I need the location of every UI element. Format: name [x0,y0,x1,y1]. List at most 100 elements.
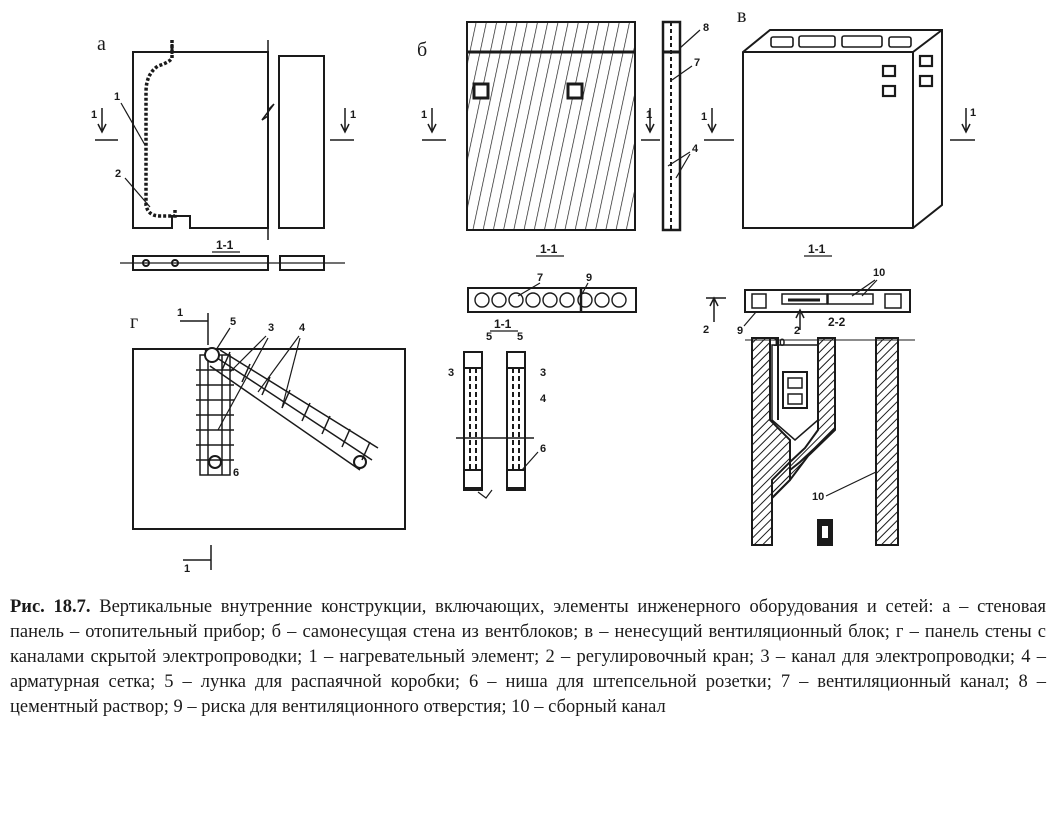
section2-mark-left [706,296,726,322]
num-3-g-sec-2: 3 [540,367,546,379]
num-1-a-secR: 1 [350,109,356,121]
section22-cavity [771,344,819,441]
section-v-channels [751,293,902,309]
leader-3-g-1 [229,335,267,373]
fragment-v-vent-block: в 1 1 1-1 10 [701,5,976,546]
label-v: в [737,5,746,27]
label-g: г [130,311,138,333]
leader-4b-1 [667,151,691,167]
num-2-v-secL: 2 [703,324,709,336]
num-1-g-top: 1 [177,307,183,319]
leader-9-b-sec [581,282,589,295]
num-9-v: 9 [737,325,743,337]
vent-opening-1 [472,82,490,100]
section-mark-right-a [330,108,354,141]
panel-a-right [278,55,325,229]
num-1-v-secR: 1 [970,107,976,119]
num-3-g-sec-1: 3 [448,367,454,379]
vent-opening-2 [566,82,584,100]
section22-opening [782,371,808,409]
num-1-b-secR: 1 [646,109,652,121]
num-2-v-secM: 2 [794,325,800,337]
num-1-b-secL: 1 [421,109,427,121]
section-g-right-strip [506,351,526,491]
section-title-v2: 2-2 [828,315,846,329]
leader-10-v-1 [851,279,876,297]
section22-opening-lower [787,393,803,405]
leader-7-b-sec [517,282,541,297]
panel-g-outline [132,348,406,530]
section-mark-right-v [950,108,975,141]
section-g-break [477,489,493,499]
num-8-b: 8 [703,22,709,34]
num-7-b-sec: 7 [537,272,543,284]
leader-6-g-sec [521,451,539,471]
fragment-b-vent-wall: б 8 7 4 1 1 1-1 7 9 [417,20,709,313]
num-5-g-sec-2: 5 [517,331,523,343]
num-7-b: 7 [694,57,700,69]
break-line-a [261,40,275,240]
num-10-v-sec: 10 [873,267,885,279]
socket-niche-1 [208,455,222,469]
section2-mark-mid [795,308,805,330]
leader-5-g [215,327,231,351]
caption-text: Вертикальные внутренние конструкции, вкл… [10,597,1047,717]
leader-4b-2 [675,153,691,179]
junction-box-recess [204,347,220,363]
fragment-g-wiring-panel: г 5 3 4 6 1 1 1-1 [130,307,547,575]
section-g-left-strip [463,351,483,491]
vent-block-outline [742,29,943,229]
num-9-b-sec: 9 [586,272,592,284]
leader-10-v-2 [861,279,878,297]
heating-element [144,40,177,218]
section-v-block [744,289,911,313]
section22-right-channel [875,337,899,546]
num-10-v-bottom: 10 [812,491,824,503]
caption-label: Рис. 18.7. [10,597,91,617]
section-mark-right-b [641,108,660,141]
leader-4-g-2 [281,337,301,409]
section-mark-left-b [422,108,446,141]
section22-bottom-slot [822,526,828,538]
wiring-channel-diagonal [204,349,379,471]
section-b-channels [474,292,627,308]
num-2-a: 2 [115,168,121,180]
num-1-a: 1 [114,91,120,103]
fragment-a-heating-panel: а 1 2 1 1 1-1 [91,33,356,271]
section22-mid-channel [771,337,836,501]
leader-1-a [120,102,146,146]
section-mark-left-v [704,108,734,141]
num-5-g: 5 [230,316,236,328]
num-6-g: 6 [233,467,239,479]
num-1-v-secL: 1 [701,111,707,123]
section-b-slab [467,287,637,313]
section-title-b: 1-1 [540,242,558,256]
leader-10-v-bottom [825,471,877,497]
vent-block-side-openings [881,54,934,98]
leader-8-b [679,29,701,49]
label-a: а [97,33,106,55]
leader-3-g-2 [217,337,269,431]
num-1-g-bottom: 1 [184,563,190,575]
num-10-v-elev: 10 [773,337,785,349]
num-4-g-sec: 4 [540,393,547,405]
section-mark-left-a [95,108,118,141]
section-mark-bottom-g [183,545,212,570]
num-4-b: 4 [692,143,699,155]
num-3-g: 3 [268,322,274,334]
leader-7-b [671,65,693,81]
section-a-pipe-1 [142,259,150,267]
section-title-a: 1-1 [216,238,234,252]
leader-4-g-1 [257,335,300,393]
vent-block-top-openings [770,35,912,48]
section-a-pipe-2 [171,259,179,267]
num-6-g-sec: 6 [540,443,546,455]
figure-caption: Рис. 18.7. Вертикальные внутренние конст… [10,595,1046,720]
num-5-g-sec-1: 5 [486,331,492,343]
vent-block-edges [743,29,943,228]
section22-left-channel [751,337,791,546]
section22-opening-upper [787,377,803,389]
label-b: б [417,39,427,61]
panel-a-outline [132,51,269,229]
num-1-a-secL: 1 [91,109,97,121]
